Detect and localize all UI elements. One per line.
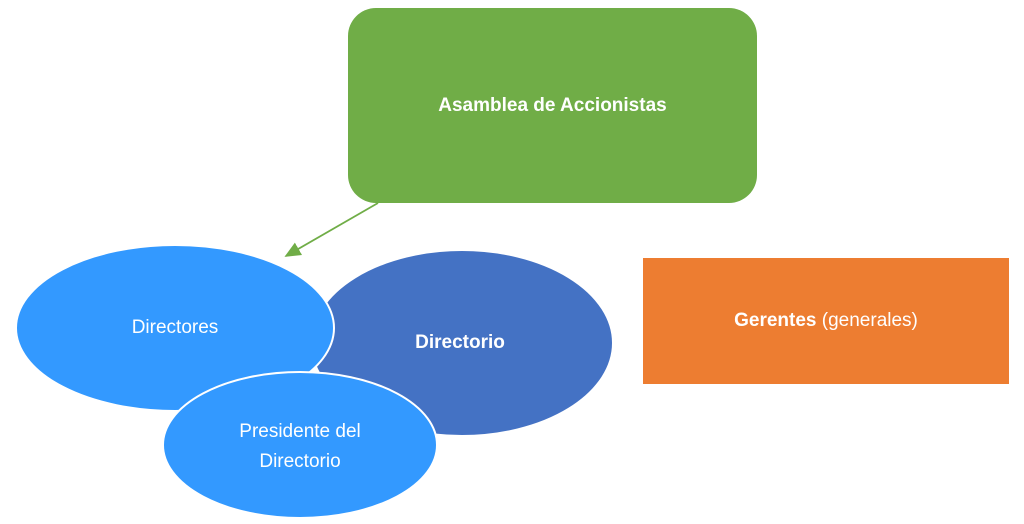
presidente-label: Presidente del Directorio	[180, 415, 420, 479]
directores-label: Directores	[131, 317, 219, 338]
gerentes-bold: Gerentes	[734, 310, 817, 331]
gerentes-rest: (generales)	[821, 310, 918, 331]
gerentes-box	[643, 258, 1009, 384]
gerentes-label: Gerentes (generales)	[643, 258, 1009, 384]
arrow-asamblea-to-directores	[284, 202, 379, 257]
directorio-label: Directorio	[415, 332, 505, 353]
presidente-line2: Directorio	[259, 451, 341, 472]
asamblea-label: Asamblea de Accionistas	[438, 94, 667, 116]
presidente-line1: Presidente del	[239, 421, 361, 442]
directores-ellipse	[15, 244, 335, 412]
asamblea-box	[348, 8, 757, 203]
presidente-ellipse	[162, 371, 438, 519]
